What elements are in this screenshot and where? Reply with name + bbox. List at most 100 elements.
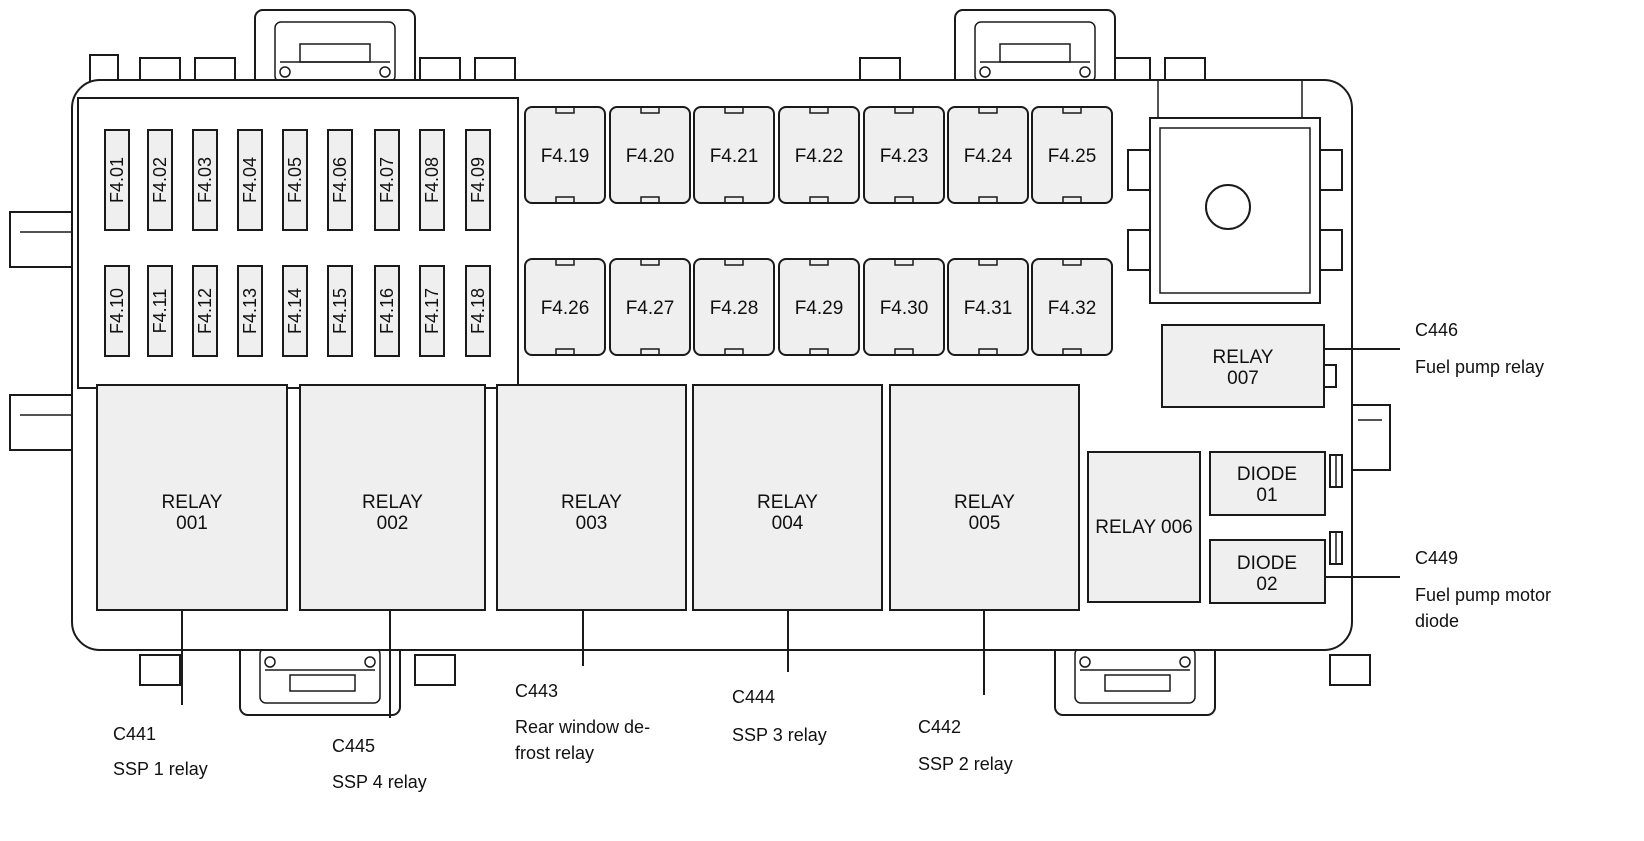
- large-fuse-label: F4.23: [880, 146, 929, 167]
- large-fuse: F4.27: [609, 258, 691, 356]
- callout-c445: C445 SSP 4 relay: [332, 736, 427, 792]
- small-fuse-label: F4.06: [330, 157, 350, 203]
- large-fuse-group: F4.19 F4.20 F4.21 F4.22 F4.23 F4.24 F4.25F4.26…: [524, 106, 1113, 356]
- small-fuse-label: F4.13: [240, 288, 260, 334]
- c445-code: C445: [332, 736, 375, 756]
- large-fuse: F4.19: [524, 106, 606, 204]
- bottom-right-latch: [1054, 634, 1216, 716]
- relay-line1: RELAY: [362, 492, 423, 513]
- callout-c449: C449 Fuel pump motor diode: [1415, 548, 1551, 631]
- small-fuse-label: F4.04: [240, 157, 260, 203]
- large-fuse-label: F4.24: [964, 146, 1013, 167]
- large-fuse-label: F4.25: [1048, 146, 1097, 167]
- small-fuse-label: F4.10: [107, 288, 127, 334]
- large-fuse-label: F4.26: [541, 298, 590, 319]
- diode-02-line1: DIODE: [1237, 553, 1297, 574]
- c443-desc-line2: frost relay: [515, 743, 594, 763]
- diode-01-line2: 01: [1256, 485, 1277, 506]
- small-fuse: F4.11: [147, 265, 173, 357]
- small-fuse: F4.08: [419, 129, 445, 231]
- small-fuse-label: F4.14: [285, 288, 305, 334]
- large-fuse: F4.23: [863, 106, 945, 204]
- small-fuse-label: F4.05: [285, 157, 305, 203]
- c445-desc: SSP 4 relay: [332, 772, 427, 792]
- large-fuse-label: F4.28: [710, 298, 759, 319]
- large-fuse-label: F4.21: [710, 146, 759, 167]
- large-fuse-label: F4.27: [626, 298, 675, 319]
- relay-006: RELAY 006: [1087, 451, 1201, 603]
- diode-01: DIODE 01: [1209, 451, 1343, 516]
- c442-code: C442: [918, 717, 961, 737]
- callout-c442: C442 SSP 2 relay: [918, 717, 1013, 774]
- small-fuse-label: F4.17: [422, 288, 442, 334]
- large-fuse: F4.22: [778, 106, 860, 204]
- large-fuse: F4.28: [693, 258, 775, 356]
- small-fuse-label: F4.16: [377, 288, 397, 334]
- small-fuse: F4.07: [374, 129, 400, 231]
- small-fuse: F4.18: [465, 265, 491, 357]
- small-fuse: F4.16: [374, 265, 400, 357]
- callout-c446: C446 Fuel pump relay: [1415, 320, 1544, 377]
- relay-line2: 003: [576, 513, 608, 534]
- small-fuse: F4.01: [104, 129, 130, 231]
- diode-01-line1: DIODE: [1237, 464, 1297, 485]
- c444-code: C444: [732, 687, 775, 707]
- small-fuse: F4.17: [419, 265, 445, 357]
- c442-desc: SSP 2 relay: [918, 754, 1013, 774]
- small-fuse-label: F4.03: [195, 157, 215, 203]
- c446-code: C446: [1415, 320, 1458, 340]
- large-fuse-label: F4.29: [795, 298, 844, 319]
- small-fuse-label: F4.12: [195, 288, 215, 334]
- large-fuse: F4.25: [1031, 106, 1113, 204]
- small-fuse: F4.15: [327, 265, 353, 357]
- small-fuse: F4.09: [465, 129, 491, 231]
- relay-line2: 005: [969, 513, 1001, 534]
- right-side-tab: [1349, 404, 1391, 471]
- large-fuse-label: F4.19: [541, 146, 590, 167]
- large-fuse-label: F4.31: [964, 298, 1013, 319]
- c449-desc-line2: diode: [1415, 611, 1459, 631]
- large-fuse: F4.32: [1031, 258, 1113, 356]
- large-relay-socket: [1127, 80, 1343, 304]
- relay-line2: 001: [176, 513, 208, 534]
- c443-code: C443: [515, 681, 558, 701]
- c449-desc-line1: Fuel pump motor: [1415, 585, 1551, 605]
- small-fuse: F4.03: [192, 129, 218, 231]
- large-fuse: F4.24: [947, 106, 1029, 204]
- large-fuse-label: F4.32: [1048, 298, 1097, 319]
- small-fuse: F4.13: [237, 265, 263, 357]
- c446-desc: Fuel pump relay: [1415, 357, 1544, 377]
- diode-02-line2: 02: [1256, 574, 1277, 595]
- large-fuse-label: F4.22: [795, 146, 844, 167]
- small-fuse-group: F4.01 F4.02 F4.03 F4.04 F4.05 F4.06 F4.07 F4.08…: [104, 129, 491, 357]
- small-fuse: F4.10: [104, 265, 130, 357]
- small-fuse-label: F4.01: [107, 157, 127, 203]
- small-fuse: F4.06: [327, 129, 353, 231]
- relay-line2: 004: [772, 513, 804, 534]
- small-fuse-label: F4.15: [330, 288, 350, 334]
- c449-code: C449: [1415, 548, 1458, 568]
- relay-line1: RELAY: [757, 492, 818, 513]
- small-fuse-label: F4.09: [468, 157, 488, 203]
- callout-c443: C443 Rear window de- frost relay: [515, 681, 650, 763]
- c441-code: C441: [113, 724, 156, 744]
- large-fuse: F4.21: [693, 106, 775, 204]
- relay-line1: RELAY: [954, 492, 1015, 513]
- small-fuse: F4.14: [282, 265, 308, 357]
- relay-007-line2: 007: [1227, 368, 1259, 389]
- small-fuse-label: F4.07: [377, 157, 397, 203]
- small-fuse-label: F4.02: [150, 157, 170, 203]
- small-fuse: F4.02: [147, 129, 173, 231]
- small-fuse: F4.04: [237, 129, 263, 231]
- large-fuse: F4.20: [609, 106, 691, 204]
- large-fuse: F4.26: [524, 258, 606, 356]
- left-side-tabs: [9, 211, 81, 451]
- large-fuse-label: F4.30: [880, 298, 929, 319]
